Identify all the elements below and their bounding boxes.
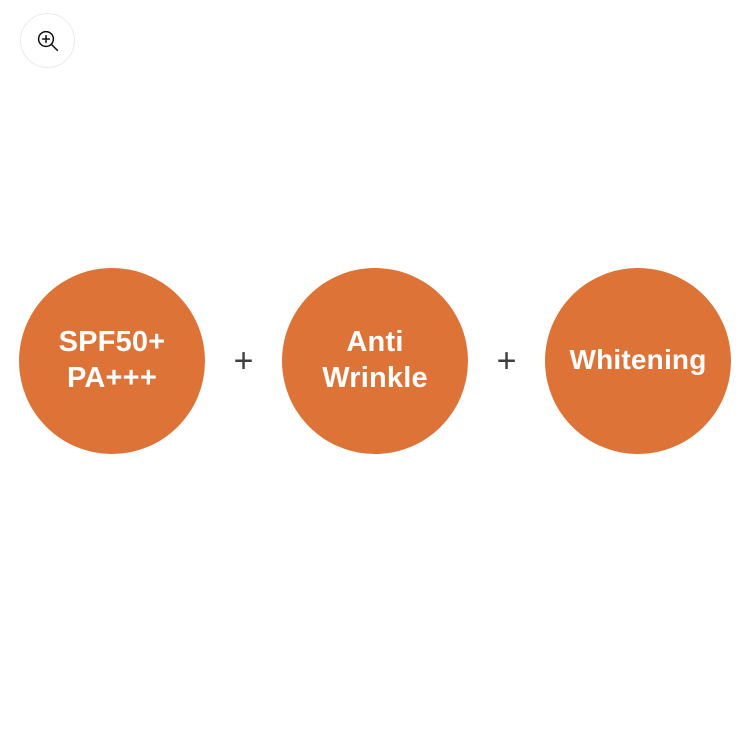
benefit-label-anti-wrinkle: Anti Wrinkle (322, 326, 428, 394)
zoom-in-button[interactable] (20, 13, 75, 68)
benefit-label-spf: SPF50+ PA+++ (58, 326, 166, 394)
zoom-in-magnifier-icon (35, 28, 61, 54)
benefit-circle-whitening: Whitening (545, 267, 731, 454)
benefit-circle-spf: SPF50+ PA+++ (19, 267, 205, 454)
benefit-circle-anti-wrinkle: Anti Wrinkle (282, 267, 468, 454)
plus-separator-2: + (496, 341, 517, 380)
benefit-label-whitening: Whitening (569, 344, 707, 376)
benefit-circle-group: SPF50+ PA+++ + Anti Wrinkle + Whitening (19, 267, 731, 454)
plus-separator-1: + (233, 341, 254, 380)
